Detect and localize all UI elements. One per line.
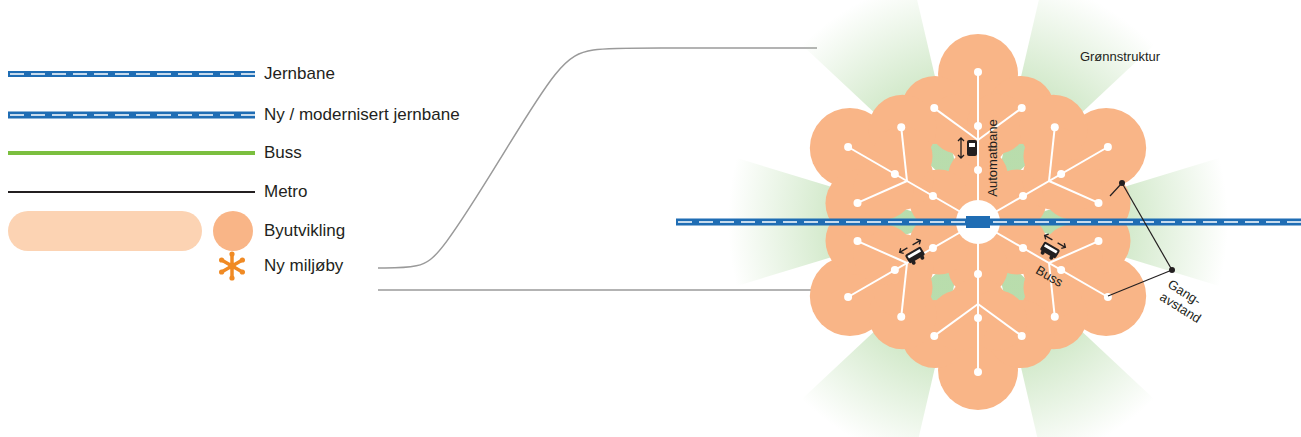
- rail-line: [8, 71, 255, 77]
- legend-label: Byutvikling: [264, 221, 345, 241]
- line-sample: [8, 151, 255, 155]
- legend-label: Ny / modernisert jernbane: [264, 105, 460, 125]
- rail-line: [8, 112, 255, 119]
- bus-icon: [898, 238, 929, 268]
- station: [966, 216, 990, 228]
- legend-samples: [8, 74, 255, 281]
- legend-label: Metro: [264, 182, 307, 202]
- bracket-end: [1119, 180, 1125, 186]
- diagram-label: Grønnstruktur: [1080, 50, 1160, 65]
- tram-icon: [958, 138, 977, 158]
- legend-label: Jernbane: [264, 64, 335, 84]
- diagram-label: Automatbane: [986, 119, 1001, 196]
- line-sample: [8, 191, 255, 193]
- bracket-end: [1169, 267, 1175, 273]
- legend-label: Ny miljøby: [264, 256, 343, 276]
- diagram-label: Gang- avstand: [1157, 277, 1211, 326]
- city-swatch: [213, 211, 253, 251]
- bus-icon: [1036, 233, 1067, 263]
- city-band-sample: [8, 211, 202, 251]
- rail-dash: [10, 73, 255, 75]
- legend-label: Buss: [264, 143, 302, 163]
- distance-bracket: [1122, 183, 1172, 270]
- rail-dash: [10, 114, 255, 116]
- bracket-line: [378, 289, 817, 291]
- ecocity-icon: [219, 251, 245, 280]
